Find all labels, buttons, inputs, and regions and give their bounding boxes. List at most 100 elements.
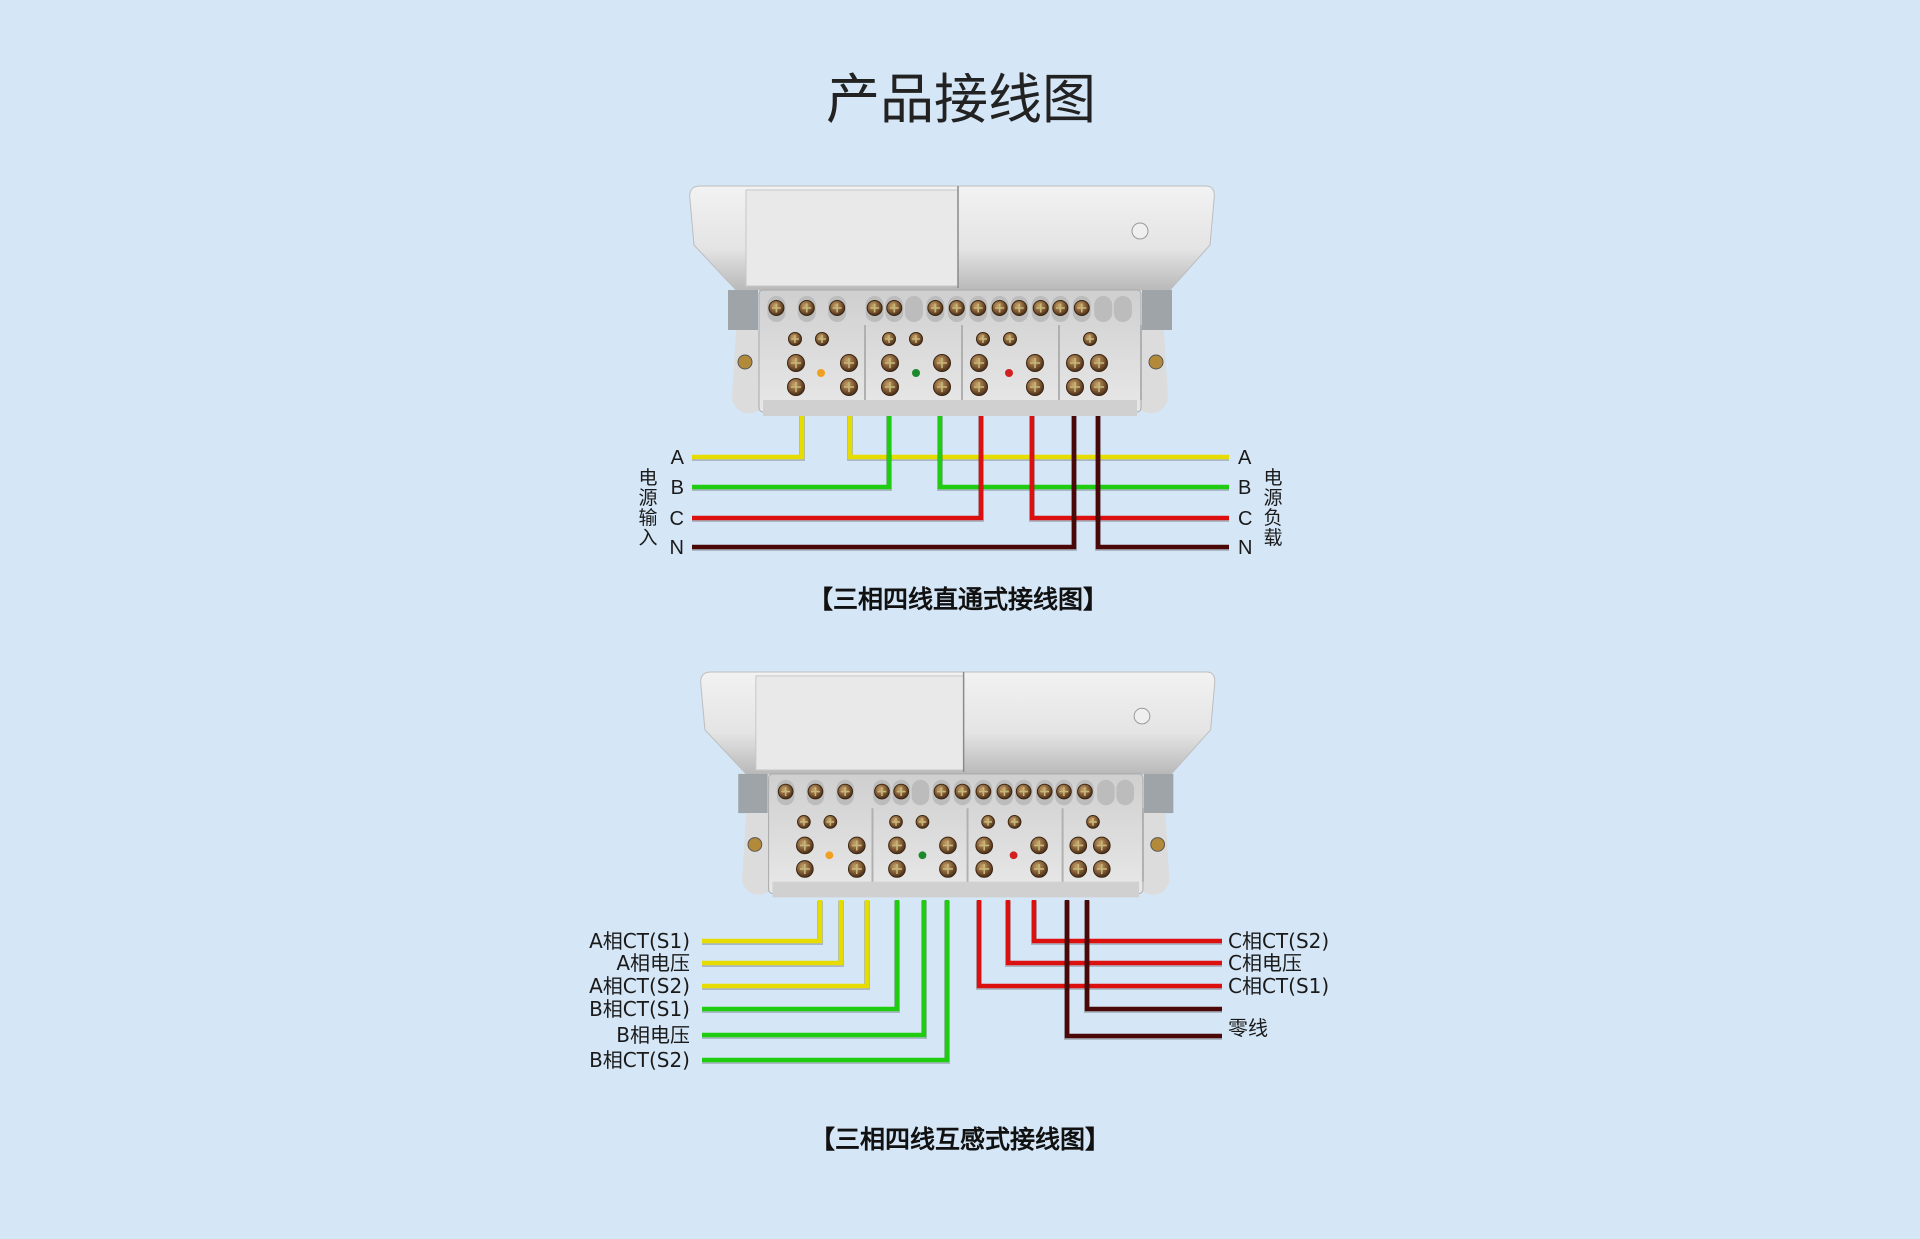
- mount-screw: [737, 354, 753, 370]
- terminal-screw: [976, 332, 990, 346]
- terminal-screw: [975, 860, 994, 878]
- direct-left-labels: A B C N: [670, 447, 685, 559]
- terminal-screw: [970, 378, 988, 396]
- terminal-screw: [975, 836, 994, 855]
- terminal-screw: [1003, 332, 1017, 346]
- terminal-screw: [975, 783, 992, 800]
- meter-lid-left: [745, 189, 959, 287]
- wire-b-in-shadow: [692, 416, 892, 491]
- terminal-screw: [840, 354, 858, 372]
- terminal-screw: [1026, 378, 1044, 396]
- bracket-right: [1143, 773, 1174, 814]
- direct-wiring-wires: [692, 415, 1229, 551]
- meter-ct-connection: [700, 671, 1216, 898]
- mount-left: [732, 330, 760, 414]
- terminal-screw: [768, 300, 785, 316]
- left-label-a: A: [671, 447, 685, 469]
- wire-b-voltage: [702, 900, 927, 1038]
- terminal-screw: [796, 836, 814, 855]
- terminal-screw: [1077, 783, 1093, 800]
- terminal-screw: [948, 300, 965, 316]
- wire-a-voltage: [702, 900, 844, 966]
- terminal-screw: [1083, 332, 1097, 346]
- ct-left-labels: A相CT(S1) A相电压 A相CT(S2) B相CT(S1) B相电压 B相C…: [589, 929, 690, 1072]
- label-b-ct-s1: B相CT(S1): [589, 997, 690, 1021]
- left-label-b: B: [671, 477, 684, 499]
- ct-caption: 【三相四线互感式接线图】: [810, 1125, 1110, 1154]
- meter-lid-left: [755, 675, 965, 771]
- label-a-ct-s2: A相CT(S2): [589, 974, 690, 998]
- terminal-screw: [933, 378, 951, 396]
- ct-wiring-wires: [702, 900, 1222, 1064]
- meter-direct-connection: [689, 185, 1215, 416]
- wire-neutral-2: [1064, 900, 1222, 1039]
- terminal-slot: [911, 779, 930, 806]
- label-char: 载: [1263, 527, 1282, 549]
- terminal-screw: [1090, 354, 1108, 372]
- wire-a-out-shadow: [847, 416, 1229, 461]
- terminal-screw: [1073, 300, 1090, 316]
- terminal-screw: [823, 815, 838, 829]
- label-char: 电: [1263, 467, 1282, 489]
- terminal-screw: [797, 815, 811, 829]
- terminal-screw: [1090, 378, 1108, 396]
- wire-c-voltage-shadow: [1005, 901, 1222, 967]
- left-label-n: N: [670, 537, 684, 559]
- phase-b-indicator: [918, 851, 927, 860]
- terminal-screw: [787, 378, 805, 396]
- mount-screw: [1150, 837, 1166, 852]
- right-label-n: N: [1238, 537, 1252, 559]
- wire-b-in: [692, 415, 892, 490]
- label-b-voltage: B相电压: [616, 1023, 690, 1047]
- page-title: 产品接线图: [826, 68, 1096, 131]
- terminal-screw: [927, 300, 944, 316]
- terminal-screw: [996, 783, 1013, 800]
- terminal-screw: [798, 300, 815, 316]
- mount-screw: [1148, 354, 1164, 370]
- terminal-screw: [1052, 300, 1069, 316]
- terminal-screw: [970, 354, 988, 372]
- wire-neutral-1-shadow: [1084, 901, 1222, 1013]
- terminal-screw: [1030, 836, 1048, 855]
- terminal-screw: [1026, 354, 1044, 372]
- phase-c-indicator: [1005, 369, 1013, 377]
- terminal-screw: [882, 332, 896, 346]
- wire-a-ct-s2: [702, 900, 870, 989]
- terminal-screw: [1069, 836, 1088, 855]
- wire-c-out-shadow: [1029, 416, 1229, 522]
- terminal-screw: [889, 815, 903, 829]
- direct-caption: 【三相四线直通式接线图】: [808, 585, 1108, 614]
- wire-n-out: [1095, 415, 1229, 550]
- terminal-screw: [1066, 378, 1084, 396]
- terminal-screw: [1015, 783, 1032, 800]
- terminal-screw: [1032, 300, 1049, 316]
- terminal-screw: [815, 332, 829, 346]
- terminal-screw: [1056, 783, 1072, 800]
- terminal-screw: [933, 354, 951, 372]
- right-label-a: A: [1238, 447, 1252, 469]
- mount-right: [1140, 330, 1168, 414]
- terminal-screw: [807, 783, 824, 800]
- terminal-screw: [1011, 300, 1028, 316]
- terminal-screw: [840, 378, 858, 396]
- mount-right: [1141, 813, 1170, 895]
- terminal-screw: [991, 300, 1008, 316]
- label-char: 源: [1263, 487, 1282, 509]
- terminal-screw: [788, 332, 802, 346]
- terminal-screw: [1066, 354, 1084, 372]
- terminal-screw: [888, 836, 906, 855]
- mount-screw: [747, 837, 763, 852]
- left-label-c: C: [670, 508, 684, 530]
- bracket-left: [728, 290, 758, 330]
- terminal-slot: [1094, 296, 1113, 322]
- label-neutral: 零线: [1228, 1016, 1268, 1040]
- terminal-screw: [981, 815, 995, 829]
- label-char: 源: [638, 487, 657, 509]
- wire-b-ct-s2: [702, 900, 950, 1063]
- phase-b-indicator: [912, 369, 920, 377]
- terminal-screw: [796, 860, 814, 878]
- terminal-screw: [893, 783, 910, 800]
- wire-n-out-shadow: [1095, 416, 1229, 551]
- wire-c-voltage: [1005, 900, 1222, 966]
- label-char: 输: [638, 507, 657, 529]
